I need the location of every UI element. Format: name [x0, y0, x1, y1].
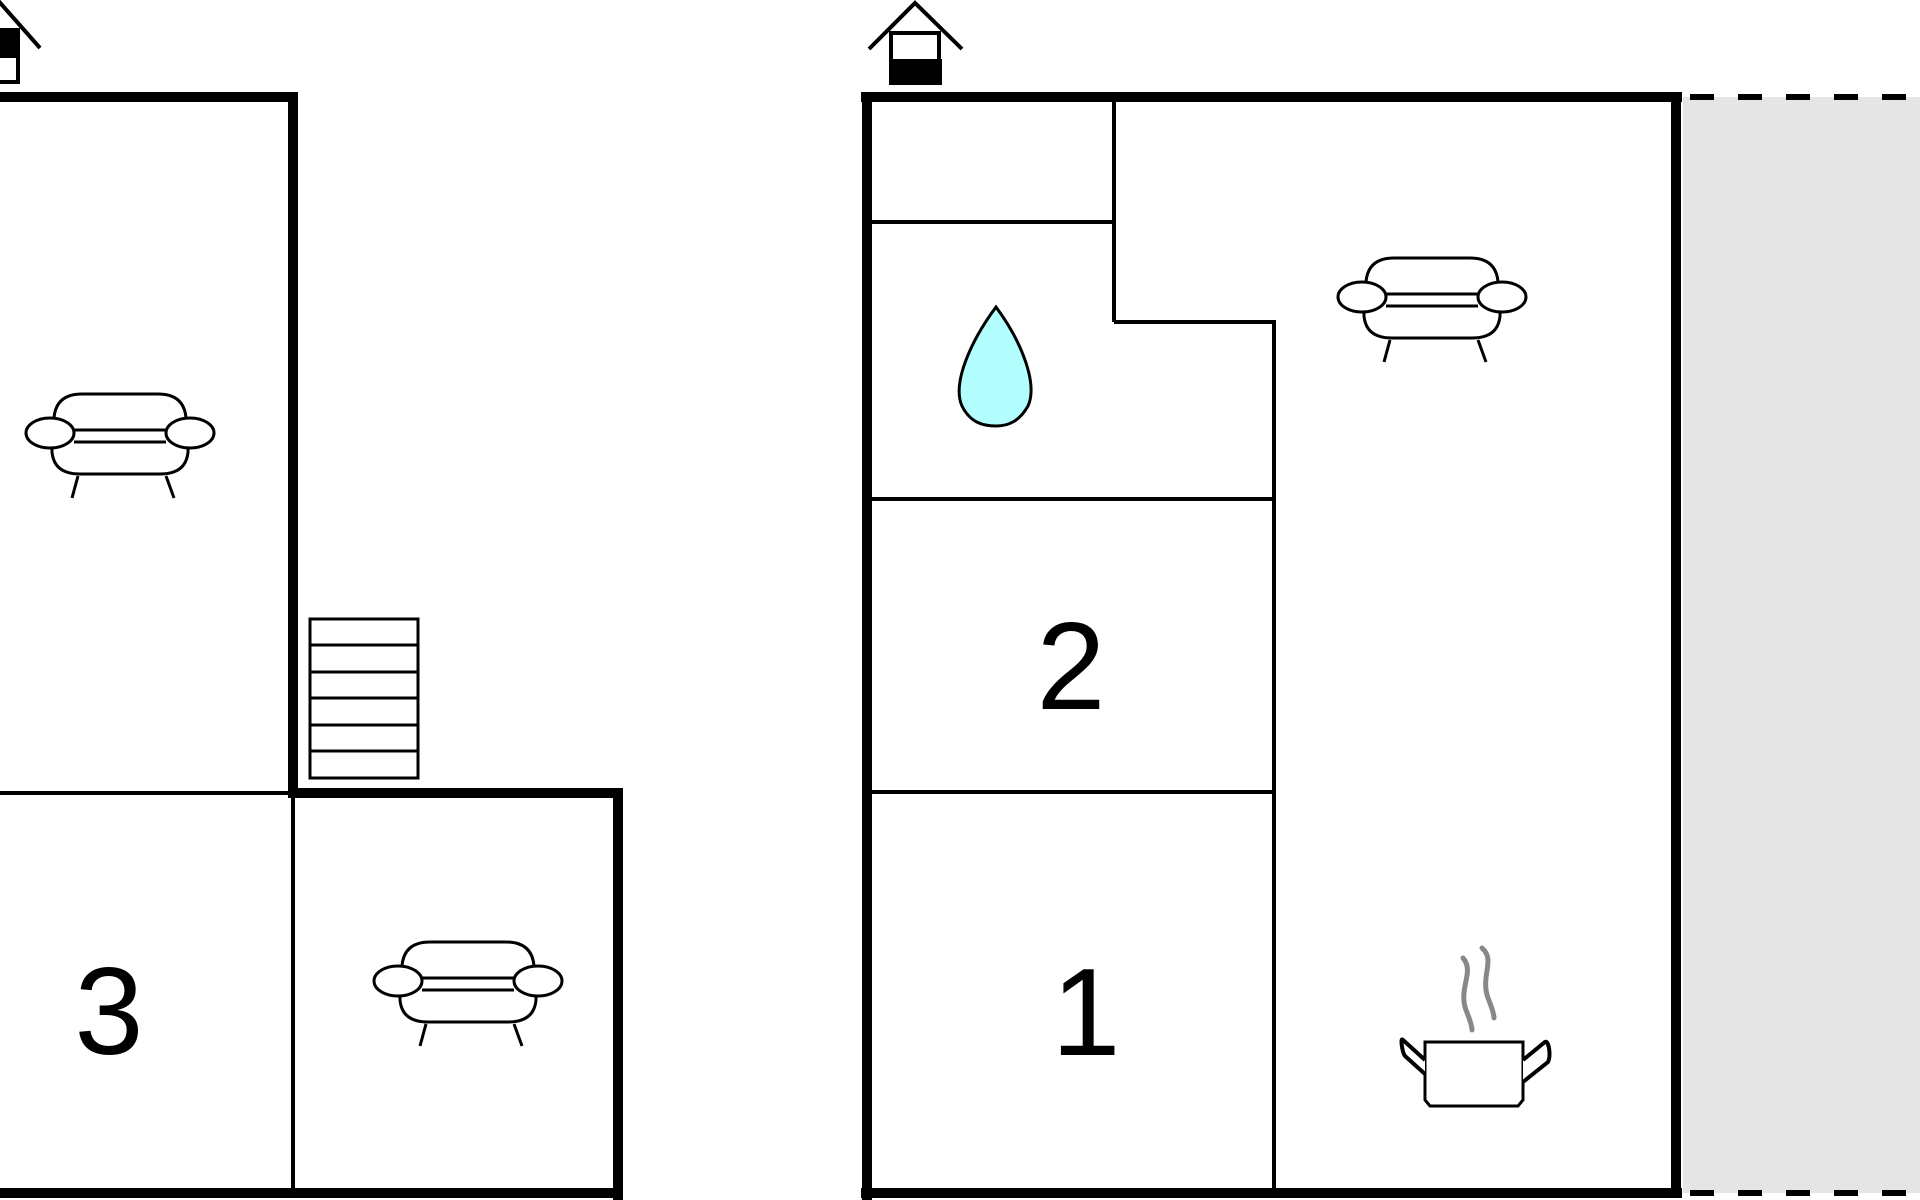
room-number-2: 2 — [1037, 598, 1106, 736]
left-building-walls — [0, 92, 623, 1200]
outdoor-terrace — [1683, 94, 1920, 1196]
stairs-icon — [308, 617, 420, 780]
sofa-icon — [24, 392, 216, 499]
sofa-icon — [372, 940, 564, 1047]
room-number-1: 1 — [1052, 944, 1121, 1082]
sofa-icon — [1336, 256, 1528, 363]
room-number-3: 3 — [75, 943, 144, 1081]
house-entrance-icon — [867, 0, 964, 85]
water-drop-icon — [957, 304, 1033, 428]
cooking-pot-icon — [1399, 945, 1552, 1108]
right-building-walls — [861, 92, 1682, 1200]
house-entrance-icon — [0, 0, 42, 84]
